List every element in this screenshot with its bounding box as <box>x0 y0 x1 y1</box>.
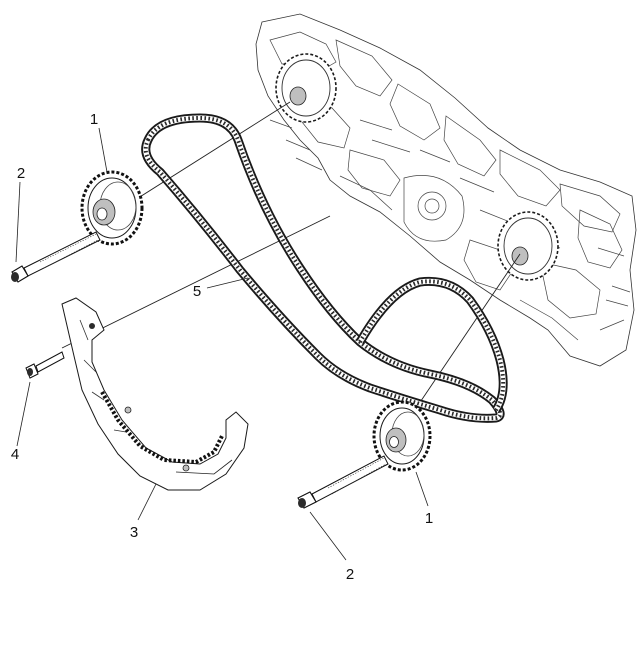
callout-1-bottom: 1 <box>425 510 433 527</box>
chain-guide <box>61 297 249 491</box>
bolt-guide <box>25 351 65 379</box>
callout-leaders <box>15 127 429 561</box>
callout-labels: 1 2 5 4 3 1 2 <box>11 111 433 583</box>
callout-2-left: 2 <box>17 165 25 182</box>
bolt-upper-left <box>11 231 101 283</box>
callout-5: 5 <box>193 283 201 300</box>
sprocket-upper-left <box>80 170 144 246</box>
bolt-lower <box>297 455 389 509</box>
callout-1-top: 1 <box>90 111 98 128</box>
sprocket-lower <box>372 400 432 472</box>
timing-chain <box>141 113 508 423</box>
callout-2-bottom: 2 <box>346 566 354 583</box>
callout-4: 4 <box>11 446 19 463</box>
engine-right-sprocket <box>497 211 559 281</box>
callout-3: 3 <box>130 524 138 541</box>
engine-upper-sprocket <box>275 53 337 123</box>
